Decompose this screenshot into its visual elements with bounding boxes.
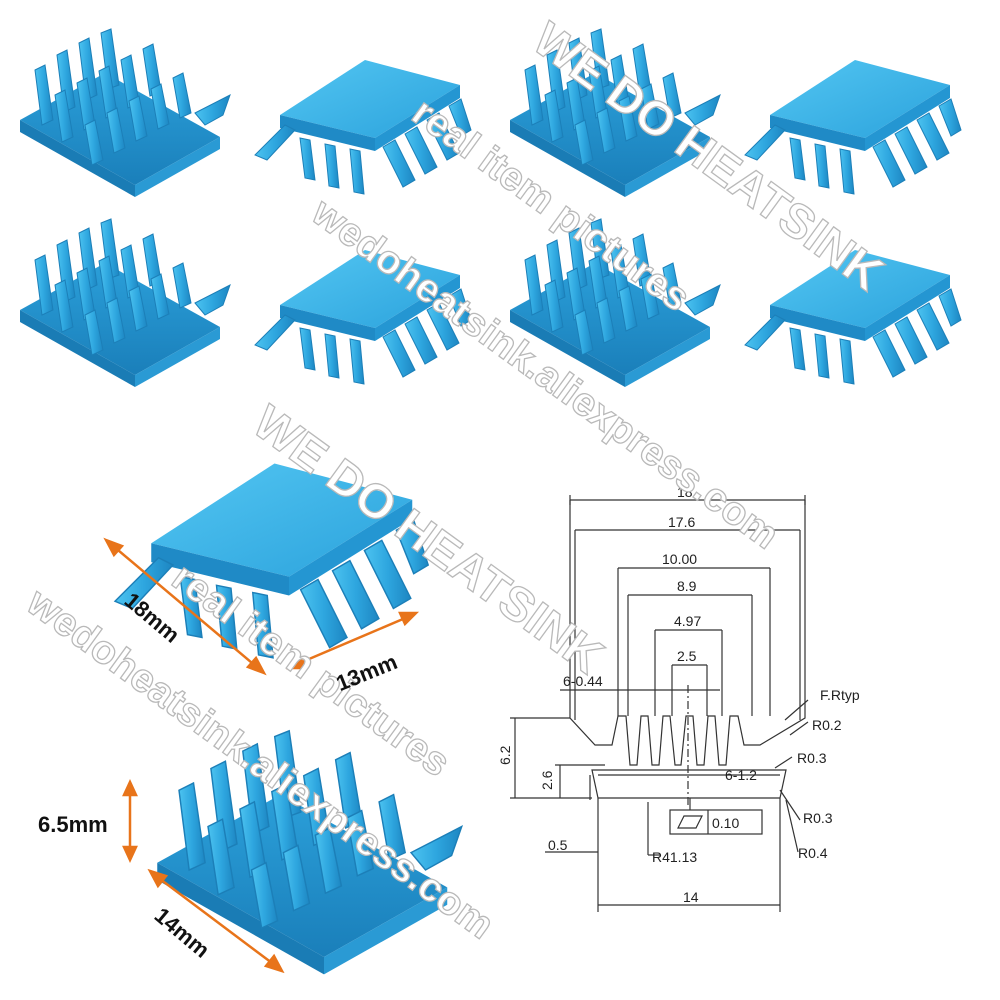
- dim-label-6-5mm: 6.5mm: [38, 812, 108, 837]
- dim-18: 18: [677, 484, 693, 500]
- dim-fin-gap: 6-1.2: [725, 767, 757, 783]
- dim-fin-thickness: 6-0.44: [563, 673, 603, 689]
- dim-6-2: 6.2: [497, 745, 513, 765]
- dim-r0-4: R0.4: [798, 845, 828, 861]
- dim-r41-13: R41.13: [652, 849, 697, 865]
- dim-r0-3-upper: R0.3: [797, 750, 827, 766]
- dim-r0-2: R0.2: [812, 717, 842, 733]
- dim-10-00: 10.00: [662, 551, 697, 567]
- dim-flatness: 0.10: [712, 815, 739, 831]
- dim-fillet-typ: F.Rtyp: [820, 687, 860, 703]
- dim-4-97: 4.97: [674, 613, 701, 629]
- dim-r0-3-lower: R0.3: [803, 810, 833, 826]
- dim-14: 14: [683, 889, 699, 905]
- dim-2-6: 2.6: [539, 770, 555, 790]
- dim-17-6: 17.6: [668, 514, 695, 530]
- dim-8-9: 8.9: [677, 578, 697, 594]
- dim-2-5: 2.5: [677, 648, 697, 664]
- dim-base-0-5: 0.5: [548, 837, 568, 853]
